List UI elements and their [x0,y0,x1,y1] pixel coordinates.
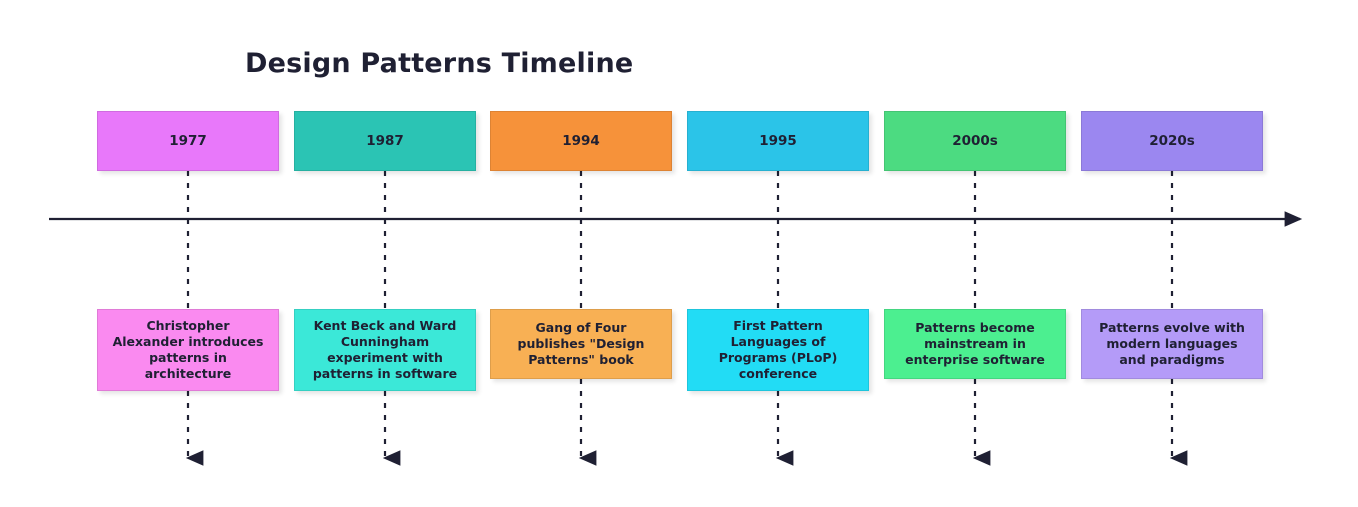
page-title: Design Patterns Timeline [245,48,634,79]
timeline-column-1: 1977 Christopher Alexander introduces pa… [97,0,279,507]
timeline-column-6: 2020s Patterns evolve with modern langua… [1081,0,1263,507]
event-box-1995[interactable]: First Pattern Languages of Programs (PLo… [687,309,869,391]
year-box-2020s[interactable]: 2020s [1081,111,1263,171]
year-label-1994: 1994 [562,133,600,149]
event-label-2020s: Patterns evolve with modern languages an… [1099,320,1245,367]
event-label-2000s: Patterns become mainstream in enterprise… [905,320,1045,367]
event-box-1994[interactable]: Gang of Four publishes "Design Patterns"… [490,309,672,379]
timeline-column-3: 1994 Gang of Four publishes "Design Patt… [490,0,672,507]
event-label-1994: Gang of Four publishes "Design Patterns"… [517,320,645,367]
year-box-1995[interactable]: 1995 [687,111,869,171]
year-box-1977[interactable]: 1977 [97,111,279,171]
event-label-1987: Kent Beck and Ward Cunningham experiment… [312,318,458,381]
year-box-1987[interactable]: 1987 [294,111,476,171]
event-box-2000s[interactable]: Patterns become mainstream in enterprise… [884,309,1066,379]
timeline-column-4: 1995 First Pattern Languages of Programs… [687,0,869,507]
year-box-2000s[interactable]: 2000s [884,111,1066,171]
event-box-1977[interactable]: Christopher Alexander introduces pattern… [97,309,279,391]
event-label-1995: First Pattern Languages of Programs (PLo… [718,318,838,381]
timeline-column-5: 2000s Patterns become mainstream in ente… [884,0,1066,507]
year-label-1987: 1987 [366,133,404,149]
year-label-2000s: 2000s [952,133,998,149]
event-box-2020s[interactable]: Patterns evolve with modern languages an… [1081,309,1263,379]
year-label-1995: 1995 [759,133,797,149]
year-label-1977: 1977 [169,133,207,149]
timeline-column-2: 1987 Kent Beck and Ward Cunningham exper… [294,0,476,507]
year-label-2020s: 2020s [1149,133,1195,149]
event-label-1977: Christopher Alexander introduces pattern… [112,318,264,381]
event-box-1987[interactable]: Kent Beck and Ward Cunningham experiment… [294,309,476,391]
year-box-1994[interactable]: 1994 [490,111,672,171]
